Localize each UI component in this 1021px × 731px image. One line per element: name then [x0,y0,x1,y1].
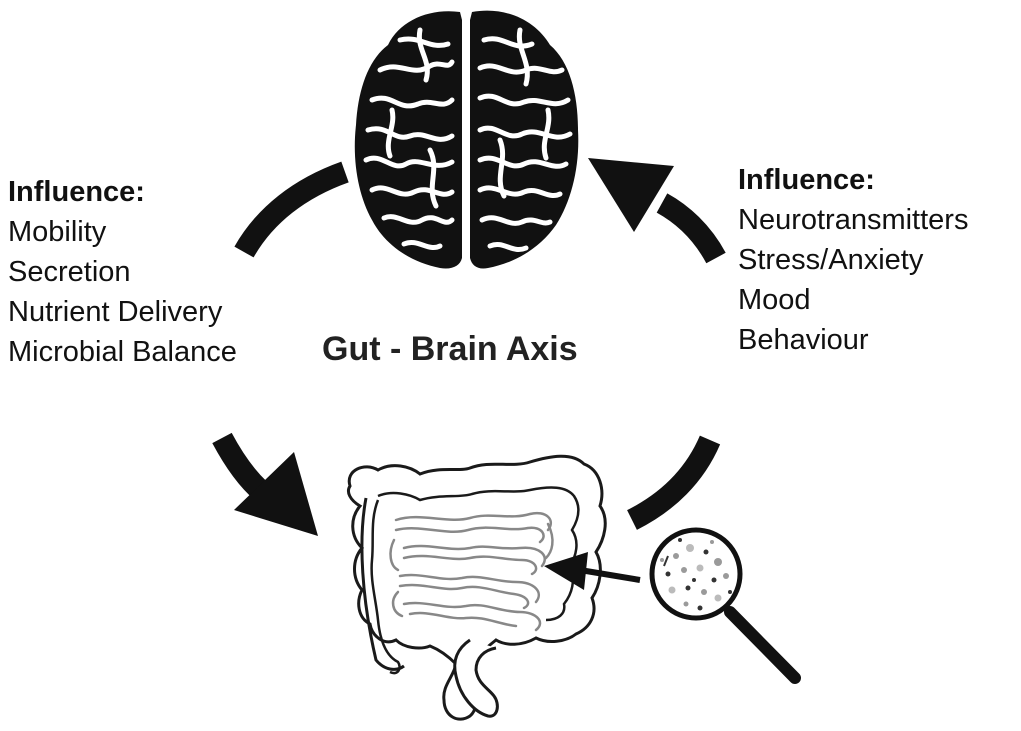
arrow-gut-to-brain-lower [632,440,710,520]
right-influence-heading: Influence: [738,160,968,200]
right-influence-item: Neurotransmitters [738,200,968,240]
right-influence-item: Stress/Anxiety [738,240,968,280]
right-influence-item: Behaviour [738,320,968,360]
arrow-gut-to-brain-upper [588,158,716,258]
left-influence-item: Nutrient Delivery [8,292,237,332]
left-influence-item: Microbial Balance [8,332,237,372]
brain-icon [355,11,579,269]
arrow-brain-to-gut-upper [244,172,345,252]
left-influence-item: Secretion [8,252,237,292]
right-influence-item: Mood [738,280,968,320]
left-influence-panel: Influence: Mobility Secretion Nutrient D… [8,172,237,372]
intestines-icon [348,456,605,719]
arrow-brain-to-gut-lower [222,438,318,536]
left-influence-item: Mobility [8,212,237,252]
left-influence-heading: Influence: [8,172,237,212]
magnifying-glass-icon [652,530,795,678]
diagram-title: Gut - Brain Axis [322,330,578,369]
right-influence-panel: Influence: Neurotransmitters Stress/Anxi… [738,160,968,360]
